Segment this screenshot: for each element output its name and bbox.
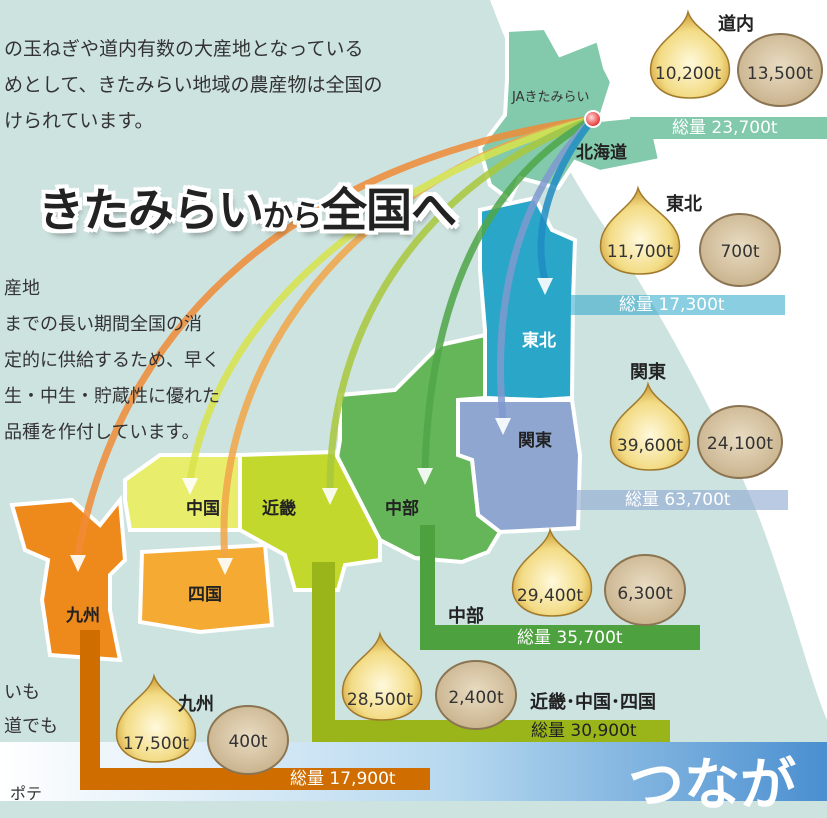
map-label-tohoku: 東北 [522, 331, 556, 351]
potato-value-hokkaido: 13,500t [746, 64, 814, 84]
total-hokkaido: 総量 23,700t [672, 118, 778, 138]
group-label-tohoku: 東北 [666, 194, 702, 215]
region-chugoku [123, 453, 242, 532]
map-label-kyushu: 九州 [66, 606, 100, 626]
bottom-left-line-2: 道でも [4, 716, 58, 737]
group-label-chubu: 中部 [448, 606, 484, 627]
side-line-3: 定的に供給するため、早く [4, 350, 220, 371]
ja-kitamirai-marker [584, 110, 602, 128]
region-kinki [238, 449, 382, 592]
onion-value-kinki: 28,500t [346, 690, 414, 710]
potato-value-kyushu: 400t [228, 732, 268, 752]
bottom-fragment: ポテ [10, 784, 43, 803]
intro-line-1: の玉ねぎや道内有数の大産地となっている [4, 38, 364, 60]
onion-value-tohoku: 11,700t [606, 242, 674, 262]
onion-value-kanto: 39,600t [616, 436, 684, 456]
map-label-hokkaido: 北海道 [576, 143, 627, 163]
distribution-map [0, 0, 827, 801]
group-label-kyushu: 九州 [178, 694, 214, 715]
potato-icons [207, 33, 823, 775]
region-kyushu [9, 494, 128, 663]
map-label-kinki: 近畿 [262, 499, 296, 519]
map-label-kanto: 関東 [518, 431, 552, 451]
map-label-chubu: 中部 [385, 499, 419, 519]
group-label-kinki: 近畿･中国･四国 [530, 692, 656, 713]
potato-value-kinki: 2,400t [448, 688, 504, 708]
side-line-1: 産地 [4, 278, 40, 299]
onion-value-chubu: 29,400t [516, 586, 584, 606]
side-line-5: 品種を作付しています。 [4, 422, 200, 443]
corner-heading: つなが [628, 753, 796, 818]
total-kanto: 総量 63,700t [625, 490, 731, 510]
onion-value-hokkaido: 10,200t [654, 64, 722, 84]
potato-value-kanto: 24,100t [706, 434, 774, 454]
side-line-4: 生・中生・貯蔵性に優れた [4, 386, 220, 407]
ja-label: JAきたみらい [512, 90, 590, 105]
map-label-chugoku: 中国 [186, 499, 220, 519]
onion-value-kyushu: 17,500t [122, 734, 190, 754]
intro-line-3: けられています。 [4, 110, 154, 132]
page-title: きたみらいから全国へ [38, 174, 457, 240]
map-label-shikoku: 四国 [188, 585, 222, 605]
intro-line-2: めとして、きたみらい地域の農産物は全国の [4, 74, 383, 96]
title-main: きたみらい [38, 183, 264, 237]
total-kinki: 総量 30,900t [531, 721, 637, 741]
title-end: 全国へ [321, 183, 457, 237]
onion-icons [115, 9, 731, 763]
region-shikoku [137, 542, 275, 635]
bottom-left-line-1: いも [4, 682, 40, 703]
title-small: から [263, 199, 322, 234]
side-line-2: までの長い期間全国の消 [4, 314, 202, 335]
group-label-kanto: 関東 [630, 362, 666, 383]
group-label-hokkaido: 道内 [718, 14, 754, 35]
region-hokkaido [477, 25, 663, 204]
potato-value-tohoku: 700t [720, 242, 760, 262]
total-kyushu: 総量 17,900t [290, 769, 396, 789]
total-chubu: 総量 35,700t [517, 628, 623, 648]
potato-value-chubu: 6,300t [617, 584, 673, 604]
total-tohoku: 総量 17,300t [619, 295, 725, 315]
